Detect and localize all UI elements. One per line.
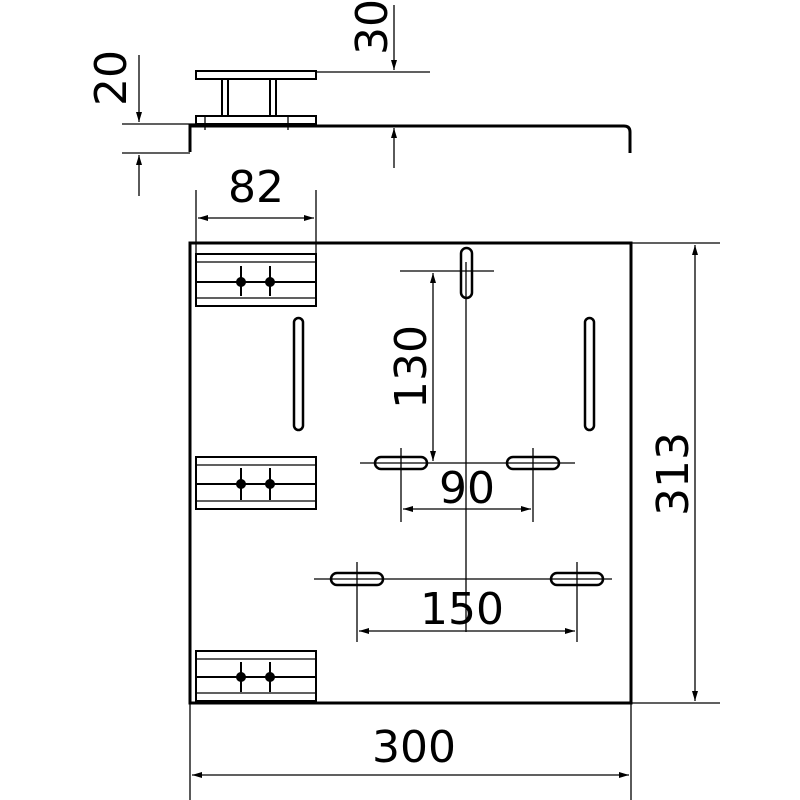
dim-text-20: 20 xyxy=(86,50,137,106)
dimension-30: 30 xyxy=(316,0,430,168)
bracket-web-left xyxy=(221,78,229,117)
front-view xyxy=(188,241,633,705)
dimension-313: 313 xyxy=(631,242,720,704)
dimension-150: 150 xyxy=(359,584,575,635)
bracket-bottom-flange xyxy=(195,115,317,125)
slot-left-vertical xyxy=(292,316,305,432)
dim-text-90: 90 xyxy=(439,463,495,514)
dimension-90: 90 xyxy=(403,463,531,514)
dim-text-82: 82 xyxy=(228,162,284,213)
clip-bracket-top xyxy=(195,253,317,307)
dim-text-150: 150 xyxy=(420,584,504,635)
bracket-top-flange xyxy=(195,70,317,80)
dimension-20: 20 xyxy=(86,50,196,196)
bracket-web-right xyxy=(269,78,277,117)
dimension-300: 300 xyxy=(189,703,632,800)
dimension-130: 130 xyxy=(386,273,437,461)
slot-right-vertical xyxy=(583,316,596,432)
plate-profile xyxy=(188,124,632,153)
dim-text-300: 300 xyxy=(372,722,456,773)
dim-text-30: 30 xyxy=(347,0,398,55)
dim-text-130: 130 xyxy=(386,325,437,409)
mounting-plate xyxy=(188,241,633,705)
clip-bracket-middle xyxy=(195,456,317,510)
dimension-82: 82 xyxy=(195,162,317,254)
clip-bracket-bottom xyxy=(195,650,317,702)
side-view xyxy=(188,70,632,153)
dim-text-313: 313 xyxy=(648,432,699,516)
